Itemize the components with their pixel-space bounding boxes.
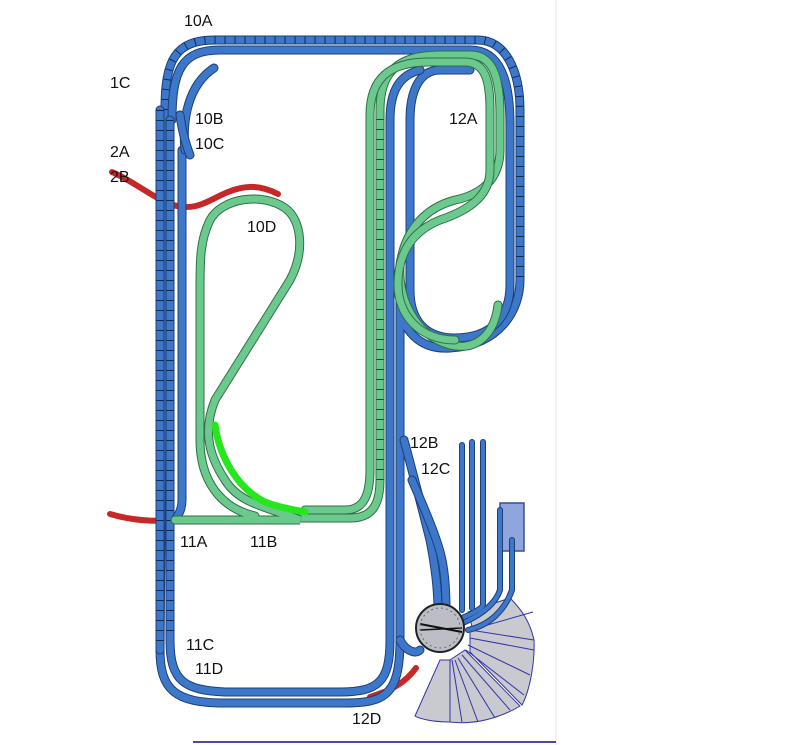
red-track-2b [109,169,281,211]
label-11a: 11A [180,534,208,551]
label-12d: 12D [352,711,381,728]
green-highlight-segment [211,421,309,516]
label-10d: 10D [247,219,276,236]
label-11d: 11D [195,661,223,678]
label-2b: 2B [110,169,130,186]
label-11b: 11B [250,534,277,551]
label-10a: 10A [184,13,213,30]
label-12a: 12A [449,111,478,128]
label-10b: 10B [195,111,223,128]
track-labels: 10A 1C 10B 10C 2A 2B 10D 12A 12B 12C 11A… [110,13,478,728]
green-branch [170,50,505,525]
label-2a: 2A [110,144,130,161]
label-12b: 12B [410,435,438,452]
label-12c: 12C [421,461,450,478]
roundhouse [395,439,535,724]
label-10c: 10C [195,136,224,153]
label-11c: 11C [186,637,214,654]
label-1c: 1C [110,75,130,92]
